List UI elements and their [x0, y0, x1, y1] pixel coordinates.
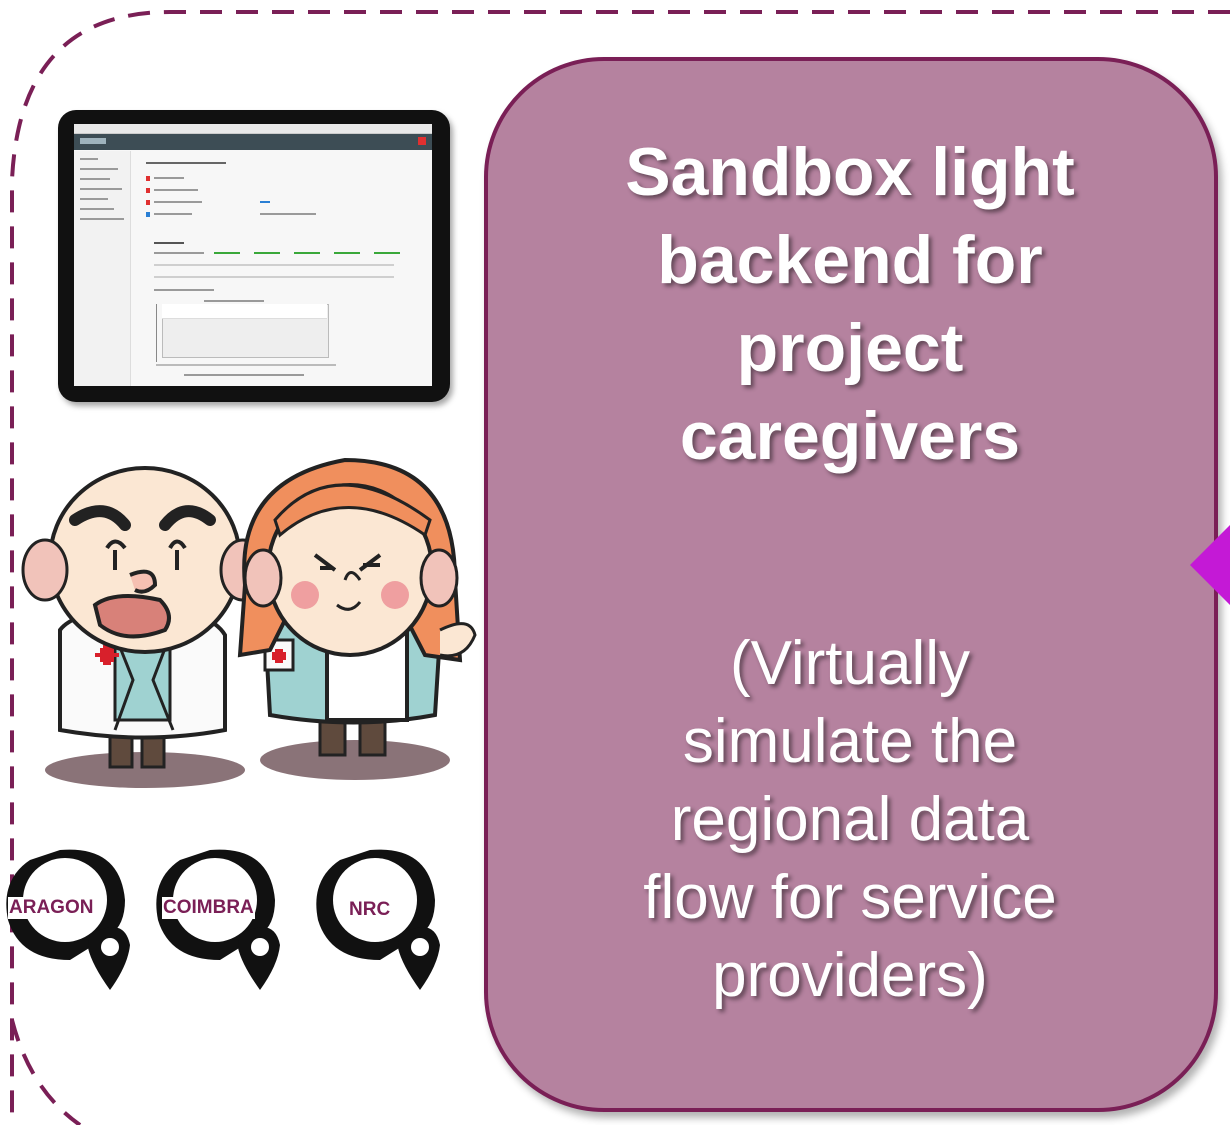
aragon-location-icon: [6, 849, 130, 990]
region-label-coimbra: COIMBRA: [162, 897, 255, 919]
callout-subtitle-line: (Virtually: [729, 629, 971, 698]
dashboard-screenshot: [58, 110, 450, 402]
coimbra-location-icon: [156, 849, 280, 990]
callout-title-line: Sandbox light: [625, 134, 1075, 210]
region-label-nrc: NRC: [348, 899, 392, 921]
caregiver-characters: [21, 457, 477, 788]
dashboard-screen: [74, 124, 432, 386]
nurse-character: [237, 457, 477, 780]
callout-title-line: caregivers: [679, 398, 1021, 474]
callout-subtitle-line: regional data: [670, 785, 1030, 854]
callout-title: Sandbox light backend for project caregi…: [490, 128, 1210, 480]
doctor-character: [21, 466, 267, 788]
callout-title-line: backend for: [657, 222, 1043, 298]
region-label-aragon: ARAGON: [8, 897, 95, 919]
callout-title-line: project: [736, 310, 964, 386]
callout-subtitle-line: providers): [712, 941, 988, 1010]
sandbox-callout-box: [484, 57, 1218, 1112]
callout-subtitle-line: simulate the: [682, 707, 1018, 776]
callout-subtitle-line: flow for service: [643, 863, 1057, 932]
callout-subtitle: (Virtually simulate the regional data fl…: [490, 625, 1210, 1015]
